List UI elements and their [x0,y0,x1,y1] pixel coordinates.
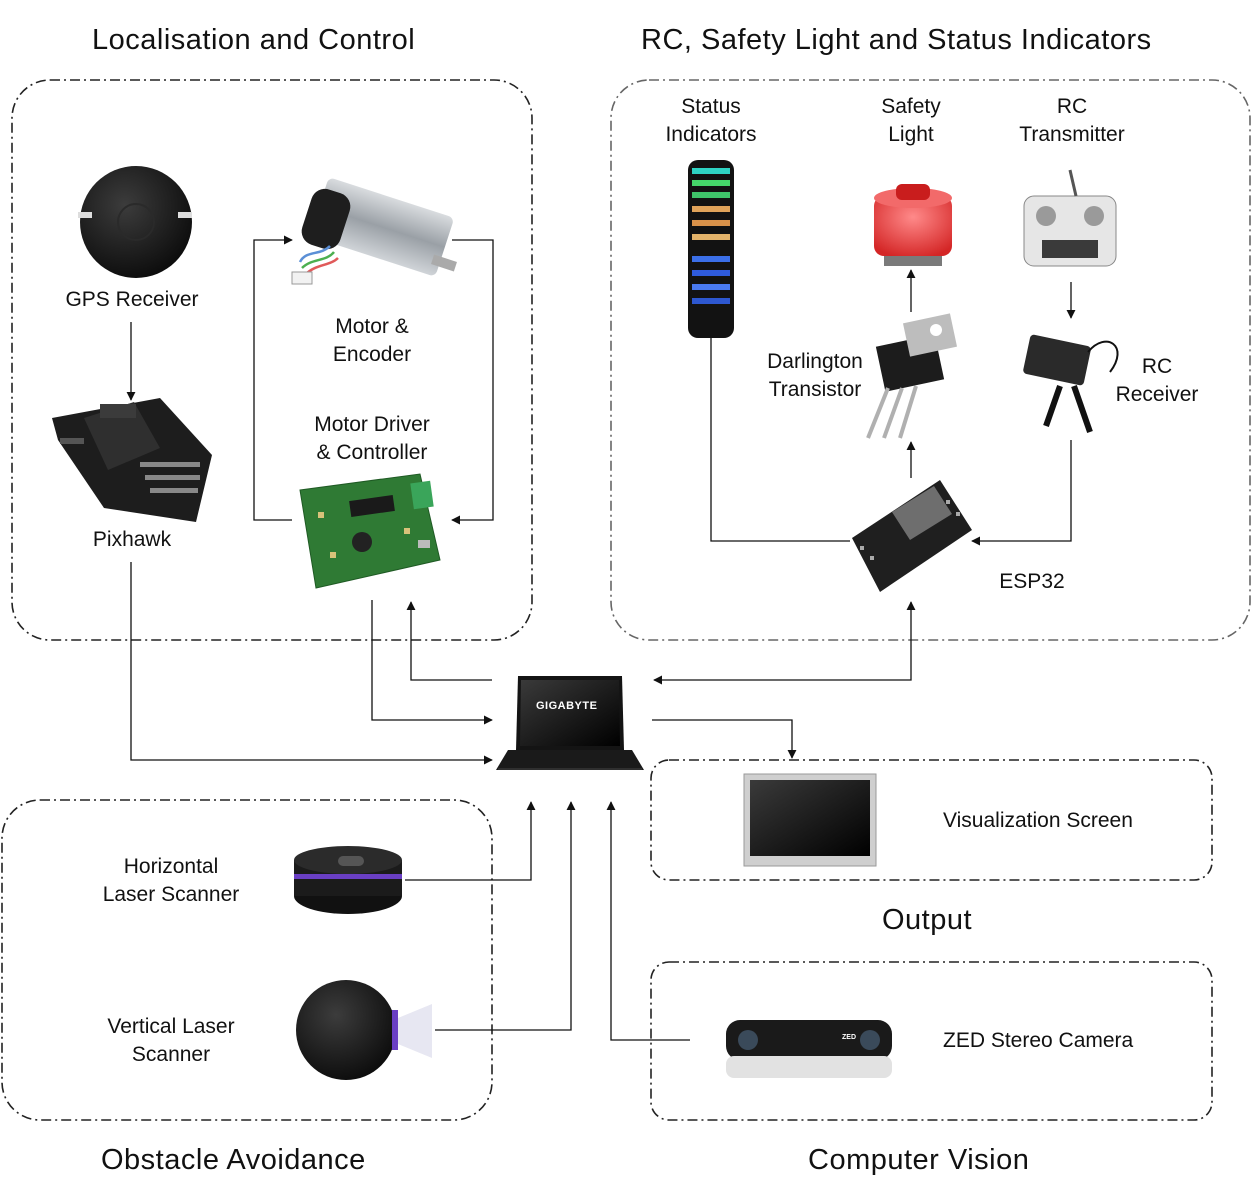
motor-driver-image [299,473,441,589]
vertical-laser-image [296,980,432,1080]
label-pixhawk: Pixhawk [92,528,172,551]
arrow-driver-to-motor [253,235,293,521]
rc-transmitter-image [1023,169,1117,267]
group-box-rc [610,79,1251,641]
label-safety-light: Safety Light [881,95,941,146]
safety-light-image [874,184,952,266]
group-title-output: Output [882,904,973,936]
motor-image [291,178,457,285]
label-status-indicators: Status Indicators [665,95,757,146]
arrow-motor-to-driver [451,239,494,525]
group-box-vision [650,961,1213,1121]
group-box-obstacle [1,799,493,1121]
label-zed-camera: ZED Stereo Camera [943,1029,1134,1052]
arrow-driver-to-laptop [371,600,493,725]
gps-receiver-image [78,166,192,278]
group-title-vision: Computer Vision [808,1144,1030,1176]
pixhawk-image [52,398,212,522]
arrow-laptop-to-driver [406,601,492,681]
group-title-localisation: Localisation and Control [92,24,416,56]
arrow-esp32-to-status [710,338,850,542]
label-visualization-screen: Visualization Screen [943,809,1133,832]
label-rc-transmitter: RC Transmitter [1019,95,1125,146]
camera-brand-logo: ZED [842,1034,856,1041]
zed-camera-image [726,1020,892,1078]
darlington-transistor-image [866,313,958,439]
arrow-zed-to-laptop [606,801,690,1041]
visualization-screen-image [743,773,877,867]
arrow-pixhawk-to-laptop [130,562,493,765]
arrow-hlaser-to-laptop [405,801,536,881]
laptop-brand-logo: GIGABYTE [536,700,598,712]
label-esp32: ESP32 [999,570,1065,593]
rc-receiver-image [1023,334,1119,433]
arrow-vlaser-to-laptop [435,801,576,1031]
label-motor-driver: Motor Driver & Controller [314,413,430,464]
arrow-laptop-to-screen [652,719,797,759]
esp32-image [852,480,972,592]
group-box-localisation [11,79,533,641]
arrow-laptop-esp32 [653,601,916,685]
group-title-obstacle: Obstacle Avoidance [101,1144,366,1176]
horizontal-laser-image [294,846,402,914]
laptop-image [496,676,644,770]
arrow-rx-to-esp32 [971,440,1072,546]
label-gps-receiver: GPS Receiver [65,288,199,311]
group-title-rc: RC, Safety Light and Status Indicators [641,24,1152,56]
label-rc-receiver: RC Receiver [1115,355,1199,406]
label-darlington: Darlington Transistor [767,350,863,401]
label-motor-encoder: Motor & Encoder [332,315,412,366]
status-indicators-image [688,160,734,338]
label-horizontal-laser: Horizontal Laser Scanner [102,855,240,906]
group-box-output [650,759,1213,881]
label-vertical-laser: Vertical Laser Scanner [107,1015,235,1066]
